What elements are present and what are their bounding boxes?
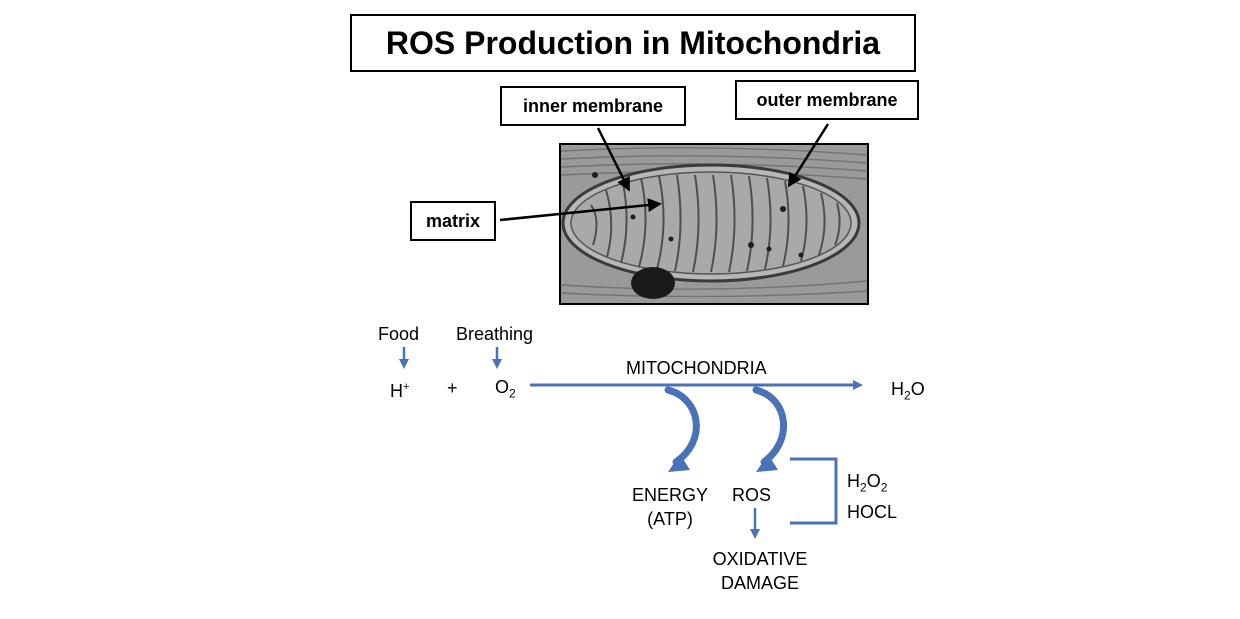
matrix-pointer	[499, 198, 662, 222]
h-plus-base: H	[390, 381, 403, 401]
h2o-label: H2O	[891, 378, 925, 407]
h-plus-sup: +	[403, 381, 410, 393]
breathing-label: Breathing	[456, 324, 534, 344]
hocl-label: HOCL	[847, 502, 898, 522]
energy-atp-label: ENERGY (ATP)	[618, 484, 722, 530]
energy-text: ENERGY	[631, 485, 709, 505]
outer-membrane-pointer	[787, 123, 830, 188]
h2o-base2: O	[910, 379, 925, 399]
h2o2-s2: 2	[880, 480, 888, 495]
mitochondrion-micrograph	[559, 143, 869, 305]
ros-curved-arrow	[752, 386, 788, 466]
title-text: ROS Production in Mitochondria	[385, 24, 881, 61]
outer-membrane-label: outer membrane	[735, 80, 919, 120]
h2o-base1: H	[891, 379, 904, 399]
matrix-text: matrix	[425, 210, 481, 231]
atp-text: (ATP)	[647, 509, 693, 529]
ros-curved-arrowhead	[756, 454, 778, 472]
oxidative-text: OXIDATIVE	[712, 549, 808, 569]
h2o2-hocl-bracket	[790, 457, 838, 525]
mitochondria-label: MITOCHONDRIA	[626, 358, 767, 378]
ros-label: ROS	[732, 485, 772, 505]
page-title: ROS Production in Mitochondria	[350, 14, 916, 72]
inner-membrane-text: inner membrane	[522, 95, 664, 116]
h2o2-label: H2O2	[847, 470, 887, 499]
micrograph-illustration	[561, 145, 867, 303]
damage-text: DAMAGE	[720, 573, 799, 593]
inner-membrane-pointer	[596, 127, 630, 192]
energy-curved-arrow	[664, 386, 700, 466]
h2o-sub: 2	[904, 388, 911, 403]
plus-sign: +	[447, 378, 458, 398]
h2o2-s1: 2	[860, 480, 867, 495]
energy-curved-arrowhead	[668, 454, 690, 472]
outer-membrane-text: outer membrane	[756, 89, 898, 110]
food-label: Food	[378, 324, 420, 344]
matrix-label: matrix	[410, 201, 496, 241]
h2o2-b1: H	[847, 471, 860, 491]
o2-base: O	[495, 377, 510, 397]
o2-sub: 2	[509, 386, 516, 401]
h2o2-b2: O	[866, 471, 881, 491]
o2-label: O2	[495, 376, 516, 405]
h-plus-label: H+	[390, 376, 409, 402]
oxidative-damage-label: OXIDATIVE DAMAGE	[700, 548, 820, 594]
inner-membrane-label: inner membrane	[500, 86, 686, 126]
